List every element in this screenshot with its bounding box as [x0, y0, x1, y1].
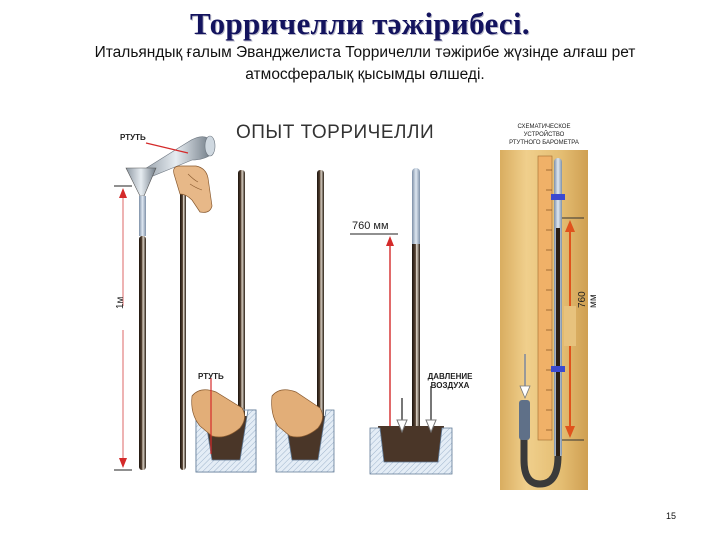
- barometer-caption: СХЕМАТИЧЕСКОЕ УСТРОЙСТВО РТУТНОГО БАРОМЕ…: [492, 123, 596, 147]
- tube-1-filling: [114, 135, 216, 471]
- tube-5-760mm: [350, 168, 453, 475]
- air-pressure-line2: ВОЗДУХА: [430, 381, 470, 390]
- tube-4-inverted: [271, 170, 335, 473]
- mercury-barometer: [500, 150, 588, 490]
- torricelli-illustration: [114, 135, 588, 490]
- torricelli-figure: ОПЫТ ТОРРИЧЕЛЛИ РТУТЬ 1м РТУТЬ 760 мм ДА…: [100, 110, 600, 490]
- barometer-caption-line1: СХЕМАТИЧЕСКОЕ: [517, 124, 571, 130]
- slide-title: Торричелли тәжірибесі.: [190, 6, 530, 41]
- barometer-caption-line3: РТУТНОГО БАРОМЕТРА: [509, 140, 579, 146]
- air-pressure-label: ДАВЛЕНИЕ ВОЗДУХА: [424, 372, 476, 390]
- barometer-height-label: 760 мм: [577, 291, 599, 308]
- tube-3-inverted: [191, 170, 257, 473]
- length-label: 1м: [115, 296, 126, 309]
- height-760mm-label: 760 мм: [352, 220, 389, 232]
- barometer-caption-line2: УСТРОЙСТВО: [523, 132, 565, 138]
- mercury-label-bottom: РТУТЬ: [198, 372, 224, 381]
- mercury-label-top: РТУТЬ: [120, 133, 146, 142]
- air-pressure-line1: ДАВЛЕНИЕ: [427, 372, 473, 381]
- figure-title: ОПЫТ ТОРРИЧЕЛЛИ: [236, 122, 435, 143]
- slide-subtitle: Итальяндық ғалым Эванджелиста Торричелли…: [94, 44, 636, 83]
- page-number: 15: [666, 511, 677, 521]
- tube-2-held: [173, 165, 213, 470]
